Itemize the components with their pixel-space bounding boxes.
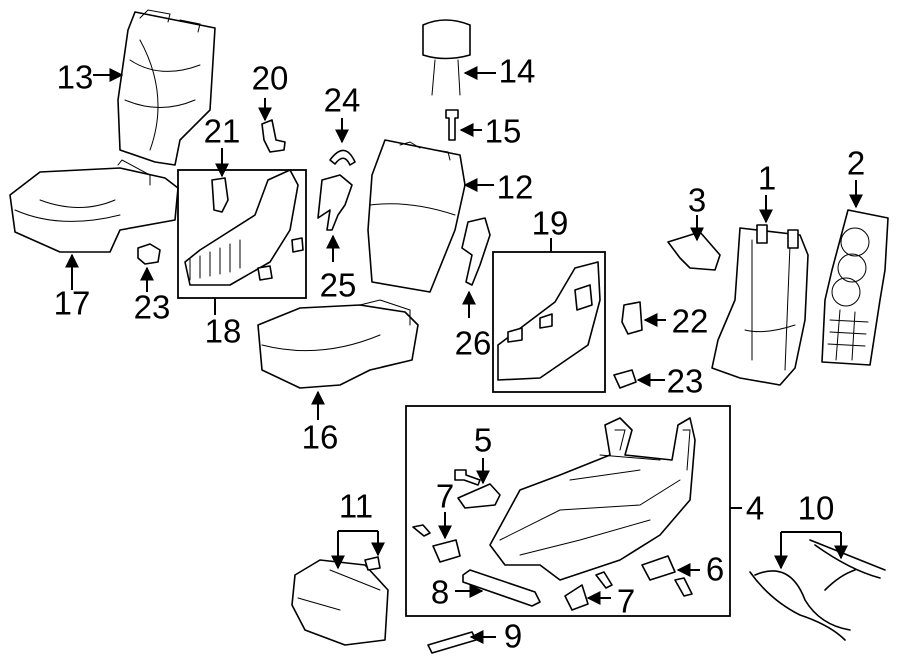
callout-7b: 7 bbox=[616, 582, 636, 620]
part-20 bbox=[261, 119, 286, 153]
callout-14: 14 bbox=[498, 52, 536, 90]
headrest bbox=[422, 19, 471, 96]
callout-1: 1 bbox=[757, 159, 777, 197]
callout-8: 8 bbox=[430, 573, 450, 611]
callout-16: 16 bbox=[301, 418, 339, 456]
seat-track-mechanism bbox=[489, 417, 696, 581]
callout-20: 20 bbox=[251, 59, 289, 97]
panel-box-right bbox=[492, 251, 606, 393]
seat-frame-1 bbox=[711, 224, 809, 386]
bolt-6 bbox=[674, 577, 693, 597]
callout-10: 10 bbox=[797, 489, 835, 527]
clip-11 bbox=[364, 556, 381, 571]
rail-8 bbox=[462, 569, 541, 607]
track-assembly-box bbox=[405, 405, 731, 617]
callout-24: 24 bbox=[323, 81, 361, 119]
bolt-7-left bbox=[412, 524, 431, 537]
callout-23a: 23 bbox=[133, 288, 171, 326]
part-25 bbox=[317, 174, 353, 231]
side-panel-right bbox=[497, 261, 601, 381]
clip-left bbox=[137, 243, 161, 265]
bracket-7-left bbox=[432, 539, 461, 563]
part-26 bbox=[461, 217, 491, 286]
bolt-7-right bbox=[595, 571, 613, 589]
callout-2: 2 bbox=[846, 144, 866, 182]
side-panel-left bbox=[184, 169, 304, 286]
cable-10 bbox=[749, 539, 886, 641]
seat-cushion-center bbox=[257, 299, 419, 389]
callout-26: 26 bbox=[454, 324, 492, 362]
callout-13: 13 bbox=[56, 58, 94, 96]
bracket-7-right bbox=[564, 584, 589, 611]
cover-11 bbox=[291, 559, 389, 646]
callout-25: 25 bbox=[319, 266, 357, 304]
bolt-5 bbox=[454, 469, 481, 486]
bracket-3 bbox=[667, 231, 721, 271]
callout-9: 9 bbox=[503, 617, 523, 655]
seat-cushion-left bbox=[9, 159, 179, 253]
bolt-15 bbox=[445, 109, 459, 141]
callout-6: 6 bbox=[705, 550, 725, 588]
bracket-5 bbox=[457, 483, 501, 509]
callout-22: 22 bbox=[671, 302, 709, 340]
callout-4: 4 bbox=[745, 489, 765, 527]
callout-15: 15 bbox=[484, 112, 522, 150]
part-22 bbox=[621, 301, 643, 335]
back-panel-2 bbox=[821, 209, 889, 366]
panel-box-left bbox=[177, 169, 307, 299]
part-24 bbox=[329, 149, 356, 166]
callout-18: 18 bbox=[204, 312, 242, 350]
seat-back-left bbox=[117, 9, 216, 166]
callout-19: 19 bbox=[531, 204, 569, 242]
callout-11: 11 bbox=[338, 487, 374, 525]
seat-back-center bbox=[367, 139, 466, 293]
callout-5: 5 bbox=[473, 421, 493, 459]
part-21 bbox=[211, 177, 229, 213]
callout-7a: 7 bbox=[435, 477, 455, 515]
callout-3: 3 bbox=[687, 181, 707, 219]
strip-9 bbox=[427, 631, 477, 654]
callout-12: 12 bbox=[496, 168, 534, 206]
callout-23b: 23 bbox=[666, 362, 704, 400]
callout-21: 21 bbox=[203, 112, 241, 150]
leader-lines bbox=[65, 66, 863, 644]
bracket-6 bbox=[641, 555, 676, 581]
clip-right bbox=[613, 369, 637, 389]
callout-17: 17 bbox=[53, 284, 91, 322]
